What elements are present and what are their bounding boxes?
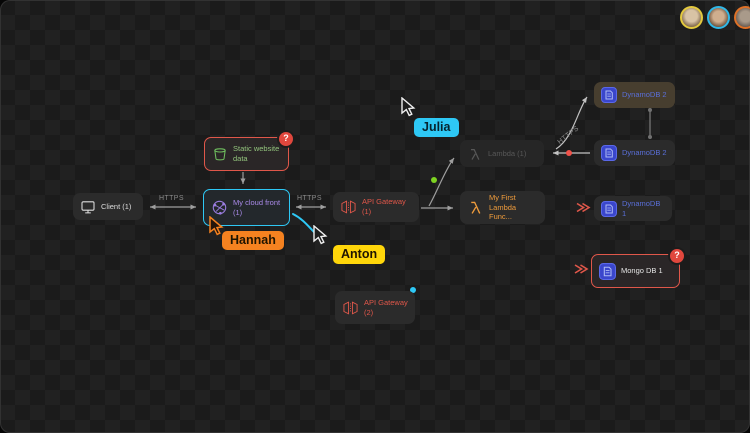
node-label: DynamoDB 1 <box>622 198 661 218</box>
cloudfront-globe-icon <box>211 199 228 216</box>
node-label: API Gateway (2) <box>364 297 408 317</box>
node-my-first-lambda[interactable]: My First Lambda Func... <box>460 191 545 224</box>
node-static-website-data[interactable]: Static website data ? <box>204 130 295 171</box>
node-dynamodb-1[interactable]: DynamoDB 1 <box>594 196 672 221</box>
node-label: API Gateway (1) <box>362 197 406 216</box>
cursor-julia-icon <box>401 97 416 117</box>
node-lambda-ghost[interactable]: Lambda (1) <box>460 140 544 167</box>
database-icon <box>601 200 617 217</box>
node-label: Mongo DB 1 <box>621 266 663 276</box>
question-badge[interactable]: ? <box>668 247 686 265</box>
node-label: My cloud front (1) <box>233 197 281 217</box>
node-dynamodb-2b[interactable]: DynamoDB 2 <box>594 140 675 166</box>
edge-endpoint <box>648 108 652 112</box>
node-label: DynamoDB 2 <box>622 148 667 158</box>
edge-lambda-dynamodb2[interactable] <box>555 96 588 150</box>
node-api-gateway-1[interactable]: API Gateway (1) <box>333 192 419 222</box>
node-label: Lambda (1) <box>488 148 527 158</box>
cursor-label-julia: Julia <box>414 118 459 137</box>
edge-label-https: HTTPS <box>297 195 322 202</box>
edge-stub-mongodb1 <box>574 264 589 274</box>
api-gateway-icon <box>340 199 357 215</box>
edge-stub-dynamodb1 <box>576 202 591 213</box>
node-label: My First Lambda Func... <box>489 192 517 222</box>
database-icon <box>599 262 616 280</box>
cursor-label-hannah: Hannah <box>222 231 284 250</box>
cursor-anton-icon <box>313 225 328 245</box>
edge-endpoint <box>648 135 652 139</box>
status-dot-red <box>566 150 572 156</box>
presence-avatars <box>680 6 750 29</box>
cursor-label-anton: Anton <box>333 245 386 264</box>
api-gateway-icon <box>342 300 359 316</box>
avatar-cyan[interactable] <box>707 6 730 29</box>
database-icon <box>601 145 617 161</box>
avatar-orange[interactable] <box>734 6 750 29</box>
lambda-icon <box>467 199 484 216</box>
monitor-icon <box>80 199 96 215</box>
node-client[interactable]: Client (1) <box>73 193 143 220</box>
node-dynamodb-2a[interactable]: DynamoDB 2 <box>594 82 675 108</box>
avatar-yellow[interactable] <box>680 6 703 29</box>
s3-bucket-icon <box>212 146 228 162</box>
database-icon <box>601 87 617 103</box>
edge-apigateway-lambda[interactable] <box>428 157 455 207</box>
node-label: DynamoDB 2 <box>622 90 667 100</box>
node-label: Static website data <box>233 144 280 163</box>
node-cloudfront[interactable]: My cloud front (1) <box>203 189 290 226</box>
question-badge[interactable]: ? <box>277 130 295 148</box>
node-label: Client (1) <box>101 201 132 211</box>
node-api-gateway-2[interactable]: API Gateway (2) <box>335 291 415 324</box>
edge-label-https: HTTPS <box>159 195 184 202</box>
lambda-icon <box>467 146 483 162</box>
status-dot-green <box>431 177 437 183</box>
cursor-hannah-icon <box>209 216 224 236</box>
node-mongo-db-1[interactable]: Mongo DB 1 ? <box>591 247 686 288</box>
